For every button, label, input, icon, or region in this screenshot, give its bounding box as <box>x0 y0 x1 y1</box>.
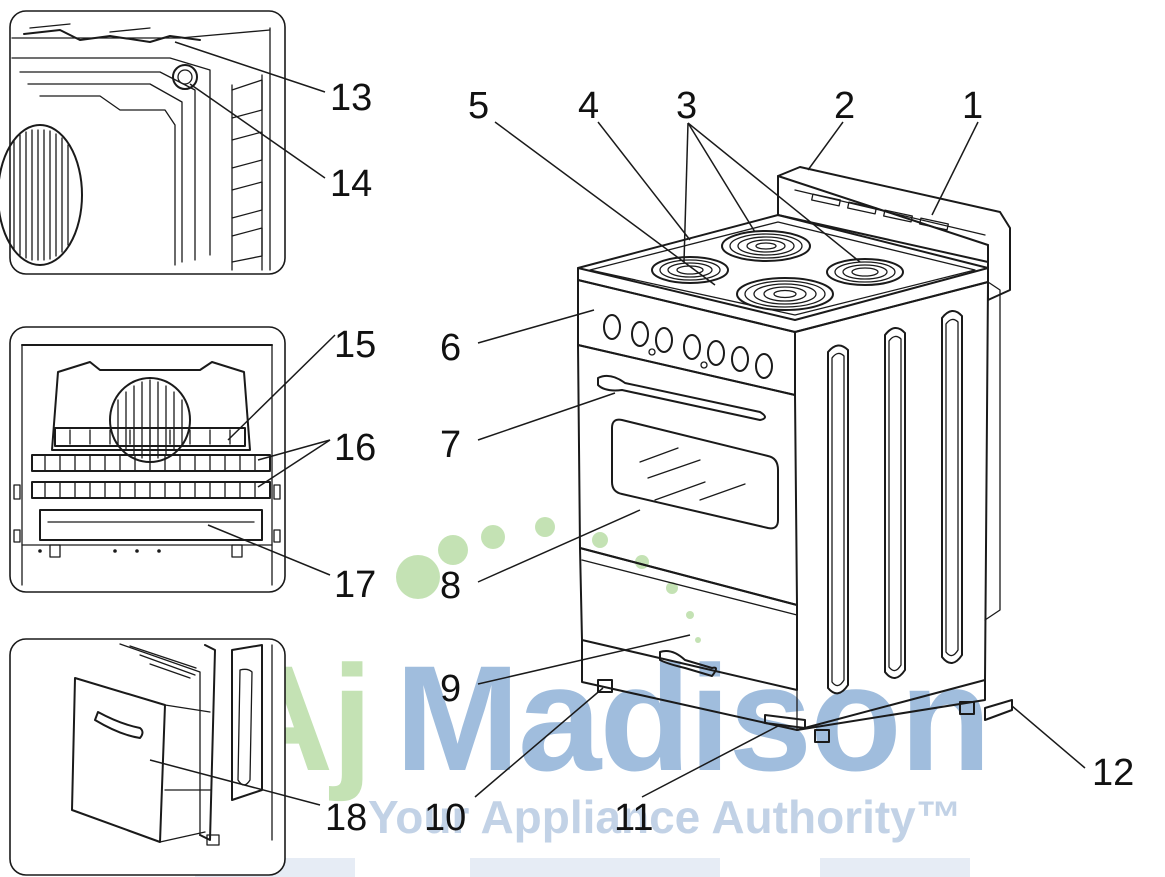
inset-oven-top <box>0 10 286 275</box>
watermark-phone <box>470 858 720 877</box>
knob-icon <box>707 340 725 366</box>
watermark-dot <box>481 525 505 549</box>
surface-burner <box>826 258 904 286</box>
surface-burner <box>721 230 811 262</box>
callout-17: 17 <box>334 564 376 606</box>
oven-door <box>577 344 798 606</box>
knob-icon <box>755 353 773 379</box>
callout-3: 3 <box>676 85 697 127</box>
knob-icon <box>603 314 621 340</box>
watermark-dot <box>438 535 468 565</box>
callout-6: 6 <box>440 327 461 369</box>
surface-burner <box>651 256 729 284</box>
anti-tip-bracket <box>984 699 1013 721</box>
electric-range <box>577 166 1013 743</box>
callout-15: 15 <box>334 324 376 366</box>
callout-16: 16 <box>334 427 376 469</box>
inset-oven-racks <box>9 326 286 593</box>
callout-1: 1 <box>962 85 983 127</box>
oven-light-icon <box>172 64 198 90</box>
bake-element <box>39 509 263 541</box>
knob-icon <box>655 327 673 353</box>
watermark-madison: Madison <box>395 634 989 802</box>
surface-burner <box>736 277 834 311</box>
watermark-dot <box>686 611 694 619</box>
knob-icon <box>631 321 649 347</box>
inset-storage-drawer <box>9 638 286 876</box>
oven-window <box>611 418 779 530</box>
callout-12: 12 <box>1092 752 1134 794</box>
callout-4: 4 <box>578 85 599 127</box>
callout-2: 2 <box>834 85 855 127</box>
oven-door-handle <box>597 374 766 421</box>
leveling-leg <box>597 679 613 693</box>
callout-5: 5 <box>468 85 489 127</box>
callout-labels: 1 2 3 4 5 6 7 8 9 10 11 12 13 14 15 16 1… <box>325 77 1134 839</box>
callout-9: 9 <box>440 668 461 710</box>
watermark-dot <box>396 555 440 599</box>
drawer-handle <box>659 650 717 677</box>
callout-11: 11 <box>614 797 653 839</box>
leader-lines <box>149 41 1086 806</box>
watermark-tagline: Your Appliance Authority™ <box>368 791 962 843</box>
watermark-dot <box>695 637 701 643</box>
callout-10: 10 <box>424 797 466 839</box>
leveling-leg <box>814 729 830 743</box>
control-knobs <box>603 314 773 379</box>
callout-7: 7 <box>440 424 461 466</box>
knob-icon <box>731 346 749 372</box>
callout-8: 8 <box>440 565 461 607</box>
oven-rack <box>31 454 271 472</box>
watermark-dot <box>666 582 678 594</box>
callout-14: 14 <box>330 163 372 205</box>
leveling-leg <box>959 701 975 715</box>
watermark-phone <box>820 858 970 877</box>
watermark-dot <box>535 517 555 537</box>
callout-13: 13 <box>330 77 372 119</box>
knob-icon <box>683 334 701 360</box>
oven-rack <box>31 481 271 499</box>
watermark-dot <box>592 532 608 548</box>
broil-pan <box>54 427 246 447</box>
side-vents <box>827 310 963 695</box>
callout-18: 18 <box>325 797 367 839</box>
